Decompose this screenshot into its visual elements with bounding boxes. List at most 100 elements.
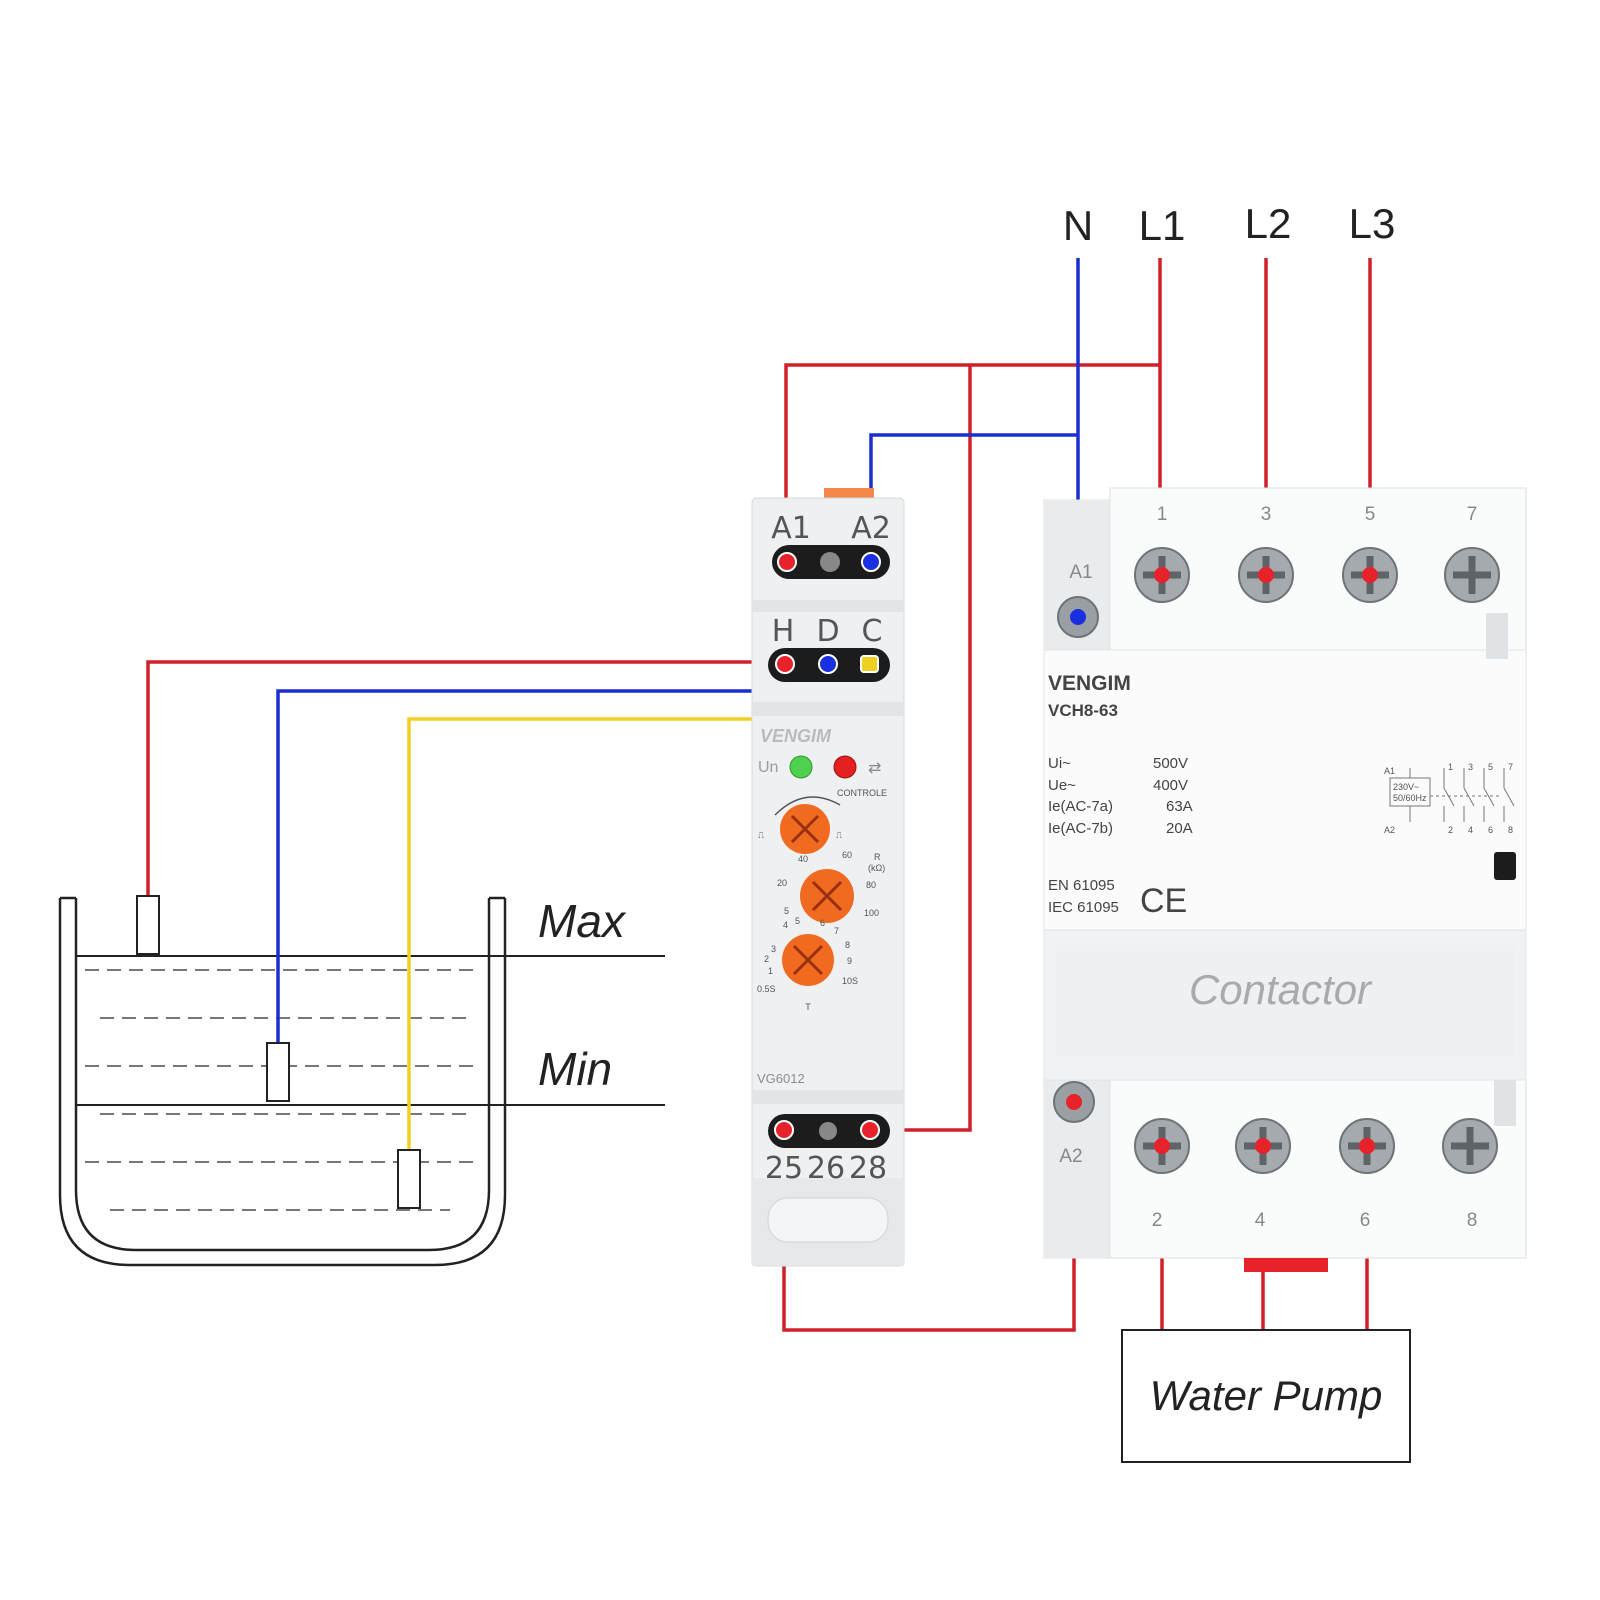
schematic-top-7: 7 <box>1508 762 1513 772</box>
contactor-top-1: 1 <box>1157 504 1168 525</box>
relay-un-led <box>789 755 813 779</box>
relay-r-label: R <box>874 852 881 862</box>
relay-term-25: 25 <box>765 1151 803 1186</box>
contactor-bottom-4: 4 <box>1255 1210 1266 1231</box>
contactor-lock-slot <box>1494 852 1516 880</box>
schematic-bottom-8: 8 <box>1508 825 1513 835</box>
wire-probe-h <box>146 660 785 898</box>
relay-r-scale-5: 5 <box>784 906 789 916</box>
relay-t-scale-5: 5 <box>795 916 800 926</box>
spec-label-ue: Ue~ <box>1048 777 1076 794</box>
label-l2: L2 <box>1245 200 1292 247</box>
spec-value-ie7a: 63A <box>1166 798 1193 815</box>
relay-d-screw <box>818 654 838 674</box>
schematic-top-1: 1 <box>1448 762 1453 772</box>
relay-term-a2: A2 <box>851 511 891 546</box>
relay-r-scale-40: 40 <box>798 854 808 864</box>
schematic-top-3: 3 <box>1468 762 1473 772</box>
contactor-standard-en: EN 61095 <box>1048 877 1115 894</box>
contactor-top-3: 3 <box>1261 504 1272 525</box>
relay-28-screw <box>860 1120 880 1140</box>
relay-t-label: T <box>805 1002 811 1012</box>
relay-t-scale-10s: 10S <box>842 976 858 986</box>
contactor-top-5: 5 <box>1365 504 1376 525</box>
contactor-top-7: 7 <box>1467 504 1478 525</box>
relay-25-screw <box>774 1120 794 1140</box>
contactor-schematic <box>1389 768 1515 822</box>
schematic-bottom-2: 2 <box>1448 825 1453 835</box>
schematic-voltage: 230V~ <box>1393 782 1419 792</box>
probe-c <box>397 1149 421 1209</box>
svg-text:⎍: ⎍ <box>836 830 843 840</box>
relay-t-scale-9: 9 <box>847 956 852 966</box>
level-relay: A1 A2 H D C VENGIM Un ⇄ CONTROLE ⎍ ⎍ 40 … <box>751 488 905 1267</box>
spec-value-ie7b: 20A <box>1166 820 1193 837</box>
contactor-ce-mark: CE <box>1140 882 1187 920</box>
relay-a2-screw <box>861 552 881 572</box>
contactor-specs: Ui~ 500V Ue~ 400V Ie(AC-7a) 63A Ie(AC-7b… <box>1048 755 1193 837</box>
schematic-frequency: 50/60Hz <box>1393 793 1427 803</box>
probes <box>136 895 421 1209</box>
relay-t-scale-2: 2 <box>764 954 769 964</box>
wire-probe-d <box>276 664 830 1043</box>
min-label: Min <box>538 1043 612 1095</box>
relay-r-scale-20: 20 <box>777 878 787 888</box>
label-l3: L3 <box>1349 200 1396 247</box>
contactor-bottom-a2: A2 <box>1059 1146 1082 1167</box>
water-pump-label: Water Pump <box>1150 1372 1383 1419</box>
relay-term-c: C <box>862 614 883 649</box>
label-n: N <box>1063 202 1093 249</box>
relay-relay-icon: ⇄ <box>868 760 881 777</box>
probe-h <box>136 895 160 955</box>
contactor-model: VCH8-63 <box>1048 701 1118 720</box>
relay-r-unit: (kΩ) <box>868 863 885 873</box>
spec-value-ui: 500V <box>1153 755 1188 772</box>
relay-un-label: Un <box>758 759 778 776</box>
schematic-a1: A1 <box>1384 766 1395 776</box>
relay-brand: VENGIM <box>760 726 832 746</box>
relay-t-scale-8: 8 <box>845 940 850 950</box>
schematic-bottom-6: 6 <box>1488 825 1493 835</box>
contactor-name: Contactor <box>1189 966 1373 1013</box>
water-pump: Water Pump <box>1121 1329 1411 1463</box>
schematic-a2: A2 <box>1384 825 1395 835</box>
relay-h-screw <box>775 654 795 674</box>
relay-control-led <box>833 755 857 779</box>
contactor-bottom-6: 6 <box>1360 1210 1371 1231</box>
label-l1: L1 <box>1139 202 1186 249</box>
supply-labels: N L1 L2 L3 <box>1063 200 1396 249</box>
schematic-top-5: 5 <box>1488 762 1493 772</box>
probe-d <box>266 1042 290 1102</box>
relay-c-screw <box>860 655 879 673</box>
contactor: A1 1 3 5 7 VENGIM VCH8-63 Ui~ 500V Ue~ <box>1043 487 1527 1272</box>
contactor-bottom-8: 8 <box>1467 1210 1478 1231</box>
contactor-bottom-2: 2 <box>1152 1210 1163 1231</box>
contactor-top-screws <box>1057 547 1500 638</box>
relay-term-28: 28 <box>849 1151 887 1186</box>
wire-l1-to-a1 <box>784 363 1160 562</box>
relay-t-scale-0-5s: 0.5S <box>757 984 776 994</box>
relay-r-scale-100: 100 <box>864 908 879 918</box>
spec-label-ui: Ui~ <box>1048 755 1071 772</box>
contactor-standard-iec: IEC 61095 <box>1048 899 1119 916</box>
water-pump-box <box>1121 1329 1411 1463</box>
relay-controle-label: CONTROLE <box>837 788 887 798</box>
relay-term-a1: A1 <box>771 511 811 546</box>
contactor-bottom-screws <box>1053 1081 1498 1174</box>
svg-text:⎍: ⎍ <box>758 830 765 840</box>
relay-term-26: 26 <box>807 1151 845 1186</box>
relay-t-scale-1: 1 <box>768 966 773 976</box>
relay-r-scale-80: 80 <box>866 880 876 890</box>
contactor-top-a1: A1 <box>1069 562 1092 583</box>
relay-t-scale-7: 7 <box>834 926 839 936</box>
relay-t-scale-4: 4 <box>783 920 788 930</box>
relay-t-scale-6: 6 <box>820 918 825 928</box>
relay-a1-screw <box>777 552 797 572</box>
spec-label-ie7b: Ie(AC-7b) <box>1048 820 1113 837</box>
contactor-brand: VENGIM <box>1048 672 1131 695</box>
schematic-bottom-4: 4 <box>1468 825 1473 835</box>
relay-t-scale-3: 3 <box>771 944 776 954</box>
relay-term-h: H <box>772 614 795 649</box>
max-label: Max <box>538 895 627 947</box>
